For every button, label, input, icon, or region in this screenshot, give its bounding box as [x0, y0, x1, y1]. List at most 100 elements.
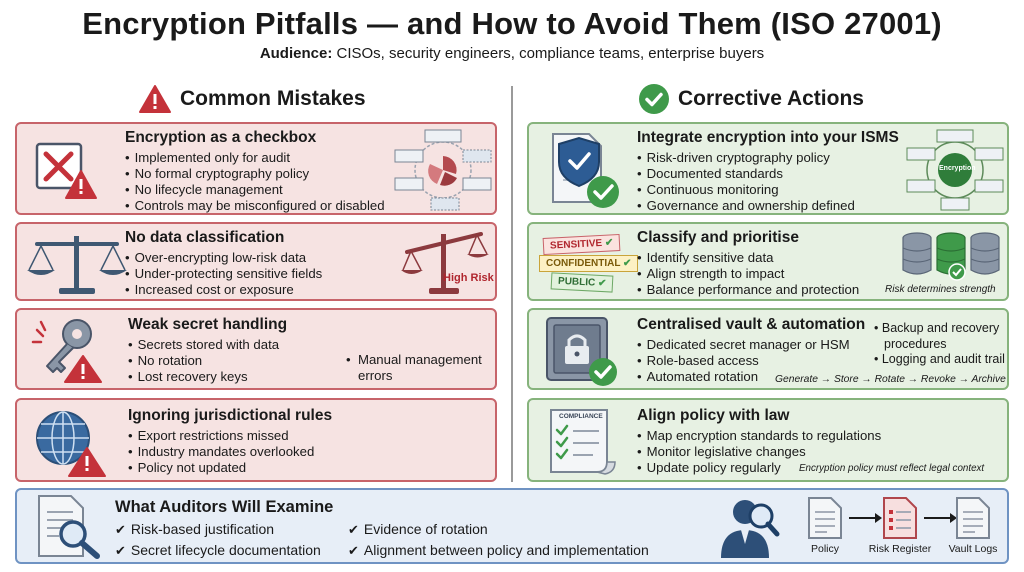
bullet: • Backup and recovery procedures [874, 321, 1000, 351]
bullet: Identify sensitive data [637, 250, 859, 266]
tag-public: PUBLIC ✔ [550, 272, 614, 293]
mistake-bullets: Implemented only for audit No formal cry… [125, 150, 385, 213]
key-lifecycle-flow: Generate → Store → Rotate → Revoke → Arc… [775, 374, 1006, 385]
arrow-right-icon [924, 513, 957, 523]
auditors-panel: What Auditors Will Examine Risk-based ju… [15, 488, 1009, 564]
bullet: Update policy regularly [637, 460, 881, 476]
action-title: Align policy with law [637, 407, 790, 424]
bullet: Dedicated secret manager or HSM [637, 337, 850, 353]
bullet: No rotation [128, 353, 279, 369]
action-bullets: Risk-driven cryptography policy Document… [637, 150, 855, 213]
bullet: Risk-driven cryptography policy [637, 150, 855, 166]
action-title: Centralised vault & automation [637, 316, 866, 333]
bullet: Increased cost or exposure [125, 282, 322, 298]
audience-line: Audience: CISOs, security engineers, com… [0, 45, 1024, 62]
action-bullets: Map encryption standards to regulations … [637, 428, 882, 476]
bullet: Governance and ownership defined [637, 198, 855, 213]
warning-icon [139, 85, 171, 113]
mistake-title: Ignoring jurisdictional rules [128, 407, 333, 424]
vault-side-bullets: • Backup and recovery procedures • Loggi… [874, 321, 1007, 368]
mistakes-heading-label: Common Mistakes [180, 87, 366, 110]
mistake-card-checkbox: Encryption as a checkbox Implemented onl… [15, 122, 497, 215]
checkbox-warning-icon [35, 142, 97, 199]
compliance-doc-label: COMPLIANCE [559, 413, 603, 420]
bullet: Documented standards [637, 166, 855, 182]
action-bullets: Identify sensitive data Align strength t… [637, 250, 860, 298]
tag-confidential: CONFIDENTIAL ✔ [539, 255, 639, 272]
vault-logs-icon [956, 497, 990, 539]
legal-context-note: Encryption policy must reflect legal con… [799, 463, 985, 474]
action-title: Classify and prioritise [637, 229, 799, 246]
mistake-title: Encryption as a checkbox [125, 129, 317, 146]
mistake-title: No data classification [125, 229, 285, 246]
bullet: Controls may be misconfigured or disable… [125, 198, 385, 213]
check-item: Alignment between policy and implementat… [348, 540, 649, 561]
bullet: Align strength to impact [637, 266, 859, 282]
bullet: Balance performance and protection [637, 282, 860, 298]
bullet: • Logging and audit trail [874, 352, 1005, 366]
document-search-icon [38, 495, 100, 559]
manual-errors-bullet: • Manual management errors [346, 352, 482, 383]
bullet: Continuous monitoring [637, 182, 855, 198]
bullet: Policy not updated [128, 460, 314, 476]
bullet: Implemented only for audit [125, 150, 385, 166]
bullet: No formal cryptography policy [125, 166, 385, 182]
risk-register-icon [883, 497, 917, 539]
check-item: Evidence of rotation [348, 519, 649, 540]
arrow-right-icon [849, 513, 882, 523]
action-card-isms: Integrate encryption into your ISMS Risk… [527, 122, 1009, 215]
bullet: Map encryption standards to regulations [637, 428, 882, 444]
auditors-checks-right: Evidence of rotation Alignment between p… [348, 519, 649, 561]
bullet: Role-based access [637, 353, 850, 369]
check-item: Secret lifecycle documentation [115, 540, 321, 561]
risk-note: Risk determines strength [885, 284, 996, 295]
integrated-framework-diagram [906, 129, 1004, 211]
audience-label: Audience: [259, 45, 333, 62]
flow-label-risk-register: Risk Register [868, 543, 932, 555]
mistake-bullets: Export restrictions missed Industry mand… [128, 428, 315, 476]
action-title: Integrate encryption into your ISMS [637, 129, 899, 146]
broken-framework-diagram [394, 129, 492, 211]
bullet: Over-encrypting low-risk data [125, 250, 322, 266]
bullet: Lost recovery keys [128, 369, 279, 385]
actions-heading-label: Corrective Actions [678, 87, 864, 110]
check-circle-icon [639, 84, 669, 114]
page-title: Encryption Pitfalls — and How to Avoid T… [82, 6, 942, 41]
action-card-classify: SENSITIVE ✔ CONFIDENTIAL ✔ PUBLIC ✔ Clas… [527, 222, 1009, 301]
auditors-title: What Auditors Will Examine [115, 498, 334, 516]
policy-document-icon [808, 497, 842, 539]
balance-scale-icon [27, 236, 127, 294]
mistake-bullets: Over-encrypting low-risk data Under-prot… [125, 250, 323, 298]
flow-label-vault-logs: Vault Logs [948, 543, 998, 555]
check-item: Risk-based justification [115, 519, 321, 540]
bullet: Export restrictions missed [128, 428, 314, 444]
column-divider [511, 86, 513, 482]
actions-heading: Corrective Actions [638, 84, 864, 114]
tag-sensitive: SENSITIVE ✔ [542, 233, 621, 256]
bullet: Industry mandates overlooked [128, 444, 315, 460]
bullet: No lifecycle management [125, 182, 385, 198]
bullet: Under-protecting sensitive fields [125, 266, 323, 282]
mistakes-heading: Common Mistakes [138, 84, 366, 114]
compliance-checklist-icon [550, 409, 616, 475]
action-bullets: Dedicated secret manager or HSM Role-bas… [637, 337, 850, 385]
bullet: Automated rotation [637, 369, 850, 385]
bullet: Secrets stored with data [128, 337, 279, 353]
globe-warning-icon [36, 411, 106, 477]
broken-key-icon [31, 319, 102, 383]
database-stack-icon [902, 232, 1000, 281]
auditors-checks-left: Risk-based justification Secret lifecycl… [115, 519, 321, 561]
mistake-card-classification: No data classification Over-encrypting l… [15, 222, 497, 301]
vault-lock-icon [546, 317, 617, 386]
mistake-card-jurisdiction: Ignoring jurisdictional rules Export res… [15, 398, 497, 482]
mistake-bullets: Secrets stored with data No rotation Los… [128, 337, 279, 385]
mistake-title: Weak secret handling [128, 316, 288, 333]
action-card-vault: Centralised vault & automation Dedicated… [527, 308, 1009, 390]
action-card-law: COMPLIANCE Align policy with law Map enc… [527, 398, 1009, 482]
mistake-card-secrets: Weak secret handling Secrets stored with… [15, 308, 497, 390]
bullet: Monitor legislative changes [637, 444, 881, 460]
tilted-scale-icon [401, 232, 489, 294]
bullet-text: Manual management errors [357, 352, 482, 383]
high-risk-badge: High Risk [443, 272, 494, 284]
flow-label-policy: Policy [810, 543, 839, 555]
